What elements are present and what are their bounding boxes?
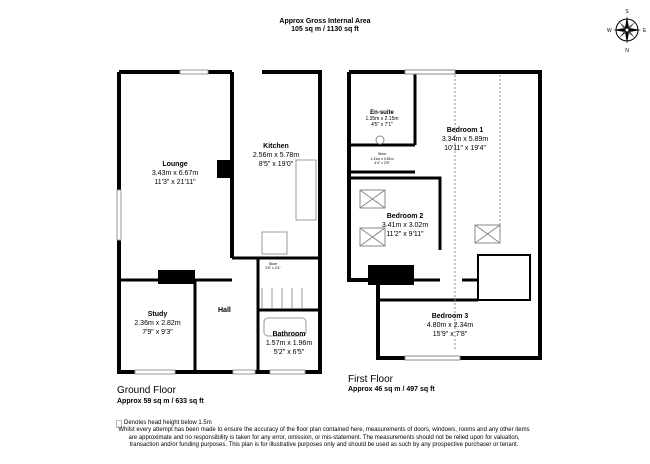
chimney-breast [158, 270, 195, 284]
room-imperial: 2'6" x 2'4" [265, 266, 281, 270]
room-name: Bedroom 3 [431, 313, 469, 320]
ground-floor-plan [117, 70, 322, 374]
room-metric: 2.56m x 5.78m [252, 152, 300, 159]
room-imperial: 4'4" x 2'8" [374, 161, 390, 165]
room-bedroom-3: Bedroom 3 4.80m x 2.34m 15'9" x 7'8" [400, 312, 500, 339]
compass-letter: W [607, 28, 612, 34]
room-store-first: Store 1.31m x 0.81m 4'4" x 2'8" [352, 152, 412, 166]
legend: Denotes head height below 1.5m [116, 420, 212, 428]
room-metric: 4.80m x 2.34m [426, 322, 474, 329]
room-name: Study [147, 311, 168, 318]
room-ensuite: En-suite 1.35m x 2.15m 4'5" x 7'1" [352, 110, 412, 128]
room-name: Store [377, 152, 387, 156]
room-imperial: 11'3" x 21'11" [154, 179, 196, 186]
first-floor-area: Approx 46 sq m / 497 sq ft [348, 386, 435, 393]
header: Approx Gross Internal Area 105 sq m / 11… [0, 18, 650, 34]
room-study: Study 2.36m x 2.82m 7'9" x 9'3" [120, 310, 195, 337]
compass-letter: S [625, 9, 629, 15]
chimney-breast [368, 265, 414, 285]
room-imperial: 8'5" x 19'0" [258, 161, 294, 168]
legend-swatch [116, 420, 122, 428]
room-name: Lounge [162, 161, 188, 168]
room-metric: 3.43m x 6.67m [151, 170, 199, 177]
room-imperial: 11'2" x 9'11" [386, 231, 424, 238]
ground-floor-caption: Ground Floor Approx 59 sq m / 633 sq ft [117, 385, 204, 405]
room-metric: 3.34m x 5.89m [441, 136, 489, 143]
room-kitchen: Kitchen 2.56m x 5.78m 8'5" x 19'0" [236, 142, 316, 169]
header-area: 105 sq m / 1130 sq ft [291, 26, 359, 33]
room-bedroom-2: Bedroom 2 3.41m x 3.02m 11'2" x 9'11" [360, 212, 450, 239]
compass-rose-icon: S E N W [607, 9, 647, 54]
first-floor-caption: First Floor Approx 46 sq m / 497 sq ft [348, 374, 435, 393]
compass-letter: E [643, 28, 647, 34]
room-name: Store [268, 262, 278, 266]
room-metric: 3.41m x 3.02m [381, 222, 429, 229]
room-store-ground: Store 2'6" x 2'4" [260, 262, 286, 270]
first-fixtures [359, 69, 501, 361]
room-imperial: 7'9" x 9'3" [142, 329, 173, 336]
room-hall: Hall [218, 307, 231, 314]
room-bedroom-1: Bedroom 1 3.34m x 5.89m 10'11" x 19'4" [420, 126, 510, 153]
room-name: Bathroom [272, 331, 306, 338]
ground-fixtures [116, 69, 317, 375]
room-name: En-suite [370, 110, 394, 116]
room-metric: 2.36m x 2.82m [134, 320, 181, 327]
first-floor-label: First Floor [348, 374, 393, 385]
room-name: Bedroom 1 [446, 127, 484, 134]
room-metric: 1.35m x 2.15m [365, 116, 399, 122]
room-name: Kitchen [263, 143, 289, 150]
header-title: Approx Gross Internal Area [279, 18, 371, 25]
room-metric: 1.31m x 0.81m [370, 156, 394, 161]
room-metric: 1.57m x 1.96m [265, 340, 313, 347]
room-imperial: 15'9" x 7'8" [432, 331, 468, 338]
room-bathroom: Bathroom 1.57m x 1.96m 5'2" x 6'5" [258, 330, 320, 357]
room-imperial: 10'11" x 19'4" [444, 145, 486, 152]
legend-text: Denotes head height below 1.5m [124, 420, 212, 426]
room-imperial: 4'5" x 7'1" [371, 122, 393, 128]
room-lounge: Lounge 3.43m x 6.67m 11'3" x 21'11" [125, 160, 225, 187]
ground-floor-label: Ground Floor [117, 385, 176, 396]
ground-floor-area: Approx 59 sq m / 633 sq ft [117, 398, 204, 405]
kitchen-pillar [217, 160, 231, 178]
room-name: Bedroom 2 [386, 213, 424, 220]
disclaimer: Whilst every attempt has been made to en… [118, 427, 530, 448]
room-imperial: 5'2" x 6'5" [273, 349, 305, 356]
compass-letter: N [625, 48, 629, 54]
